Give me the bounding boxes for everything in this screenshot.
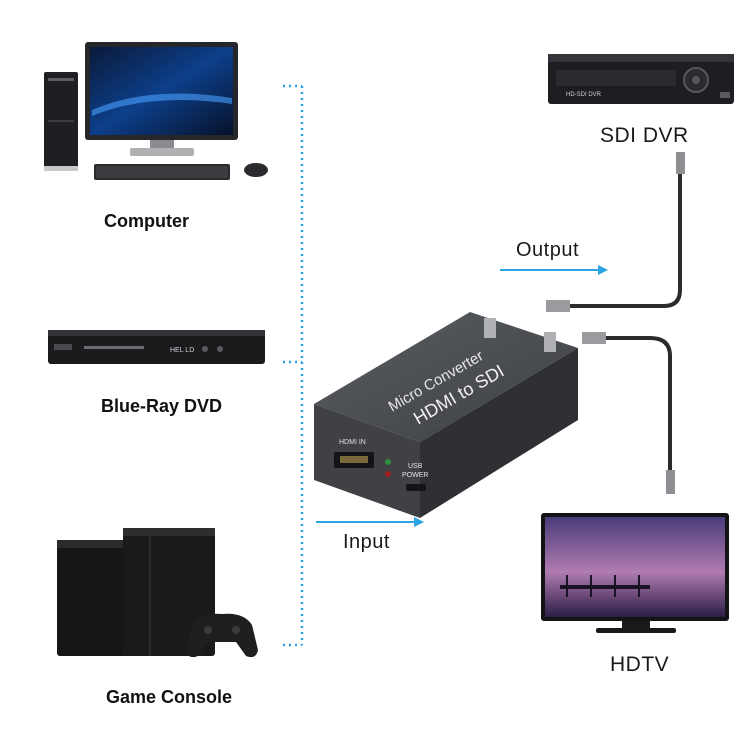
sdi-cable-output bbox=[560, 158, 682, 308]
game-console-label: Game Console bbox=[106, 687, 233, 707]
usb-label-top: USB bbox=[408, 463, 423, 470]
usb-label-bottom: POWER bbox=[402, 472, 428, 479]
bluray-label: Blue-Ray DVD bbox=[101, 396, 223, 416]
mouse-icon bbox=[244, 163, 268, 177]
usb-port bbox=[406, 484, 426, 491]
output-label: Output bbox=[516, 239, 580, 261]
console-unit-left bbox=[57, 540, 127, 656]
hdtv-label: HDTV bbox=[610, 653, 670, 676]
dvr-panel-text: HD-SDI DVR bbox=[566, 92, 602, 98]
bluray-illustration: HEL LD bbox=[48, 330, 265, 364]
led-green bbox=[385, 459, 391, 465]
hdmi-in-label: HDMI IN bbox=[339, 439, 366, 446]
input-arrow bbox=[316, 517, 424, 527]
bluray-display: HEL LD bbox=[170, 347, 194, 354]
output-arrow bbox=[500, 265, 608, 275]
gamepad-icon bbox=[186, 613, 258, 658]
input-label: Input bbox=[343, 531, 390, 553]
console-illustration bbox=[57, 528, 258, 658]
sdi-cable-input bbox=[590, 336, 672, 488]
computer-label: Computer bbox=[104, 211, 189, 231]
connector-bracket bbox=[283, 84, 304, 647]
dvr-illustration: HD-SDI DVR bbox=[548, 54, 734, 104]
led-red bbox=[385, 471, 391, 477]
hdtv-illustration bbox=[541, 513, 729, 633]
sdi-dvr-label: SDI DVR bbox=[600, 124, 689, 147]
console-unit-right bbox=[123, 528, 215, 656]
computer-illustration bbox=[44, 42, 268, 180]
converter-box: Micro Converter HDMI to SDI HDMI IN USB … bbox=[314, 312, 578, 518]
